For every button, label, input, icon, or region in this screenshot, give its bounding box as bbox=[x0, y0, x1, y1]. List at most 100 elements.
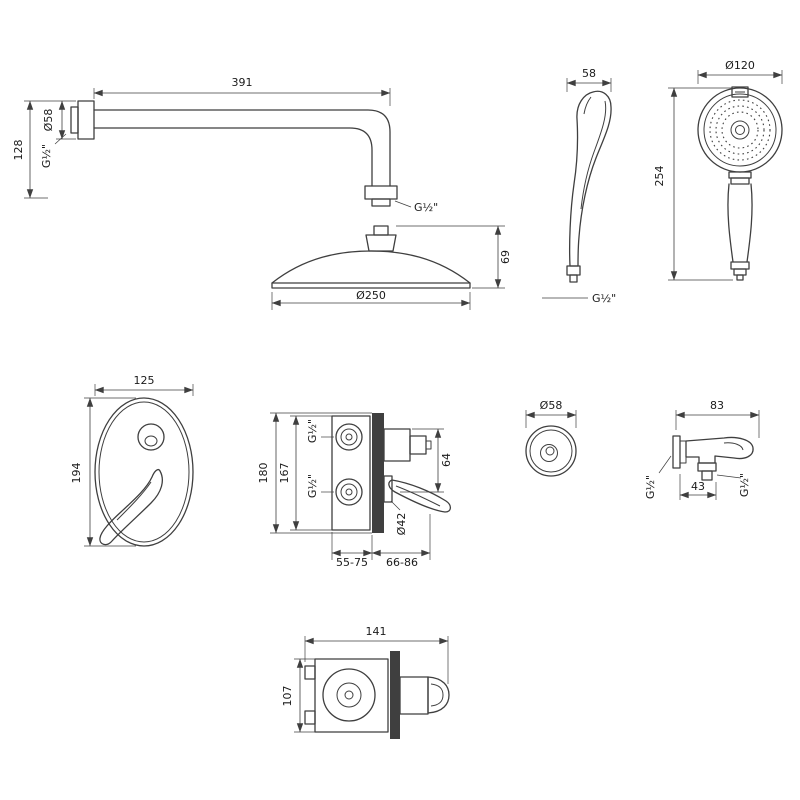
handle-left-edge bbox=[727, 183, 734, 263]
arm-outlet-stub bbox=[371, 198, 391, 207]
valve-ear-top bbox=[304, 665, 316, 680]
hand-shower-front-view: Ø120 254 bbox=[653, 59, 783, 281]
lower-port bbox=[335, 478, 363, 506]
valve-body-top bbox=[314, 658, 389, 733]
lower-port-inner bbox=[340, 483, 358, 501]
head-connector-nut bbox=[365, 234, 397, 252]
dim-trim-plate-width: 125 bbox=[134, 374, 155, 387]
escutcheon-inner bbox=[529, 429, 573, 473]
dim-valve-top-depth: 107 bbox=[281, 686, 294, 707]
hand-shower-profile bbox=[568, 90, 612, 267]
cartridge-nut bbox=[409, 435, 427, 455]
dim-wall-outlet-width: 83 bbox=[710, 399, 724, 412]
mixer-handle-line bbox=[395, 485, 441, 507]
diverter-knob-detail bbox=[144, 435, 158, 447]
escutcheon-outer bbox=[525, 425, 577, 477]
arm-wall-plate bbox=[70, 106, 79, 134]
spray-center-button bbox=[730, 120, 750, 140]
upper-port-inner bbox=[340, 428, 358, 446]
mixer-lever-line bbox=[116, 481, 152, 521]
head-rim bbox=[271, 282, 471, 289]
dim-wall-outlet-wall-thread: G½" bbox=[644, 475, 657, 499]
outlet-holder-body bbox=[685, 436, 754, 464]
trim-plate-inner bbox=[98, 401, 190, 543]
spray-ring-3 bbox=[721, 111, 759, 149]
outlet-flange-inner bbox=[679, 440, 687, 464]
hand-shower-face-seam bbox=[580, 100, 607, 210]
outlet-escutcheon-view: Ø58 bbox=[525, 399, 577, 477]
dim-head-diameter: Ø250 bbox=[356, 289, 386, 302]
dim-arm-flange-diameter: Ø58 bbox=[42, 109, 55, 132]
valve-top-view: 141 107 bbox=[281, 625, 450, 739]
cartridge-block bbox=[383, 428, 411, 462]
hand-shower-head-outer bbox=[697, 87, 783, 173]
arm-tube-outer bbox=[93, 109, 391, 187]
outlet-holder-line bbox=[723, 442, 744, 451]
outlet-thread-stub bbox=[701, 470, 713, 481]
handle-right-edge bbox=[746, 183, 753, 263]
valve-circle-outer bbox=[322, 668, 376, 722]
handle-stub bbox=[736, 274, 744, 281]
upper-port-center bbox=[345, 433, 353, 441]
hand-shower-head-rim bbox=[703, 93, 777, 167]
valve-handle-base bbox=[399, 676, 429, 715]
dim-mixer-inner-height: 167 bbox=[278, 463, 291, 484]
hand-shower-side-view: 58 G½" bbox=[542, 67, 616, 305]
shower-arm-view: 391 Ø58 G½" 128 G½" bbox=[12, 76, 438, 214]
cartridge-cap bbox=[425, 440, 432, 450]
dim-mixer-rosette-diameter: Ø42 bbox=[395, 513, 408, 536]
handle-ring-2 bbox=[733, 268, 747, 276]
spray-center-dot bbox=[735, 125, 745, 135]
arm-tube-inner bbox=[93, 127, 373, 187]
valve-ear-bottom bbox=[304, 710, 316, 725]
outlet-nut bbox=[697, 462, 717, 472]
dim-hand-shower-width: 58 bbox=[582, 67, 596, 80]
spray-ring-2 bbox=[715, 105, 765, 155]
hand-shower-top-line bbox=[583, 96, 592, 115]
head-connector-stub bbox=[373, 225, 389, 236]
trim-plate-outer bbox=[94, 397, 194, 547]
outlet-flange bbox=[672, 435, 681, 469]
trim-plate-view: 125 194 bbox=[70, 374, 194, 547]
valve-plate-section bbox=[390, 651, 400, 739]
dim-escutcheon-diameter: Ø58 bbox=[540, 399, 563, 412]
hand-shower-thread-stub bbox=[569, 274, 578, 283]
dim-hand-shower-thread: G½" bbox=[592, 292, 616, 305]
dim-arm-length: 391 bbox=[232, 76, 253, 89]
head-dome bbox=[271, 250, 471, 284]
mixer-lever bbox=[99, 468, 163, 546]
spray-ring-1 bbox=[709, 99, 771, 161]
wall-outlet-view: 83 G½" 43 G½" bbox=[644, 399, 760, 500]
dim-valve-top-width: 141 bbox=[366, 625, 387, 638]
dim-wall-outlet-offset: 43 bbox=[691, 480, 705, 493]
valve-circle-inner bbox=[336, 682, 362, 708]
dim-head-height: 69 bbox=[499, 250, 512, 264]
dim-wall-outlet-outlet-thread: G½" bbox=[738, 473, 751, 497]
escutcheon-nipple bbox=[540, 444, 558, 462]
dim-trim-plate-height: 194 bbox=[70, 463, 83, 484]
diverter-knob bbox=[137, 423, 165, 451]
dim-mixer-depth-wall: 55-75 bbox=[336, 556, 368, 569]
rough-in-body bbox=[331, 415, 371, 531]
dim-hand-shower-length: 254 bbox=[653, 166, 666, 187]
upper-port bbox=[335, 423, 363, 451]
wall-plate-section bbox=[372, 413, 384, 533]
dim-mixer-upper-thread: G½" bbox=[306, 419, 319, 443]
head-shower-view: Ø250 69 bbox=[271, 225, 512, 310]
handle-neck-1 bbox=[728, 171, 752, 179]
dim-arm-height: 128 bbox=[12, 140, 25, 161]
dim-mixer-lower-thread: G½" bbox=[306, 474, 319, 498]
handle-neck-2 bbox=[730, 177, 750, 185]
mixer-handle-side bbox=[388, 479, 452, 513]
mixer-section-view: 180 167 G½" G½" 64 Ø42 55-75 66-86 bbox=[257, 412, 453, 569]
hand-shower-nut bbox=[566, 265, 581, 276]
mode-switch-tab bbox=[731, 86, 749, 98]
escutcheon-nipple-center bbox=[545, 446, 555, 456]
valve-handle-cap bbox=[427, 676, 450, 714]
handle-rosette bbox=[383, 475, 393, 503]
dim-arm-wall-thread: G½" bbox=[40, 144, 53, 168]
dim-mixer-overall-height: 180 bbox=[257, 463, 270, 484]
arm-outlet-nut bbox=[364, 185, 398, 200]
dim-mixer-depth-trim: 66-86 bbox=[386, 556, 418, 569]
